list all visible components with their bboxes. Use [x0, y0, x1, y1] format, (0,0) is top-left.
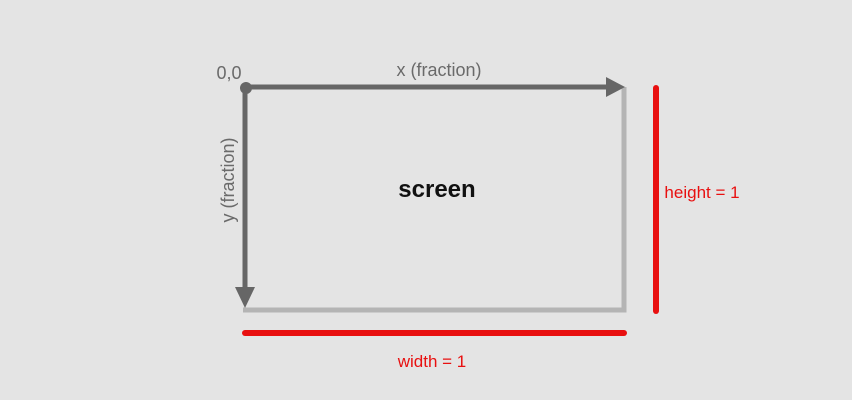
origin-label: 0,0	[216, 63, 241, 83]
width-label: width = 1	[397, 352, 467, 371]
y-axis-label: y (fraction)	[218, 137, 238, 222]
x-axis-label: x (fraction)	[396, 60, 481, 80]
screen-border	[243, 87, 627, 313]
x-axis-arrowhead	[606, 77, 625, 97]
y-axis-arrowhead	[235, 287, 255, 308]
origin-dot	[240, 82, 252, 94]
height-label: height = 1	[664, 183, 739, 202]
screen-label: screen	[398, 176, 475, 203]
